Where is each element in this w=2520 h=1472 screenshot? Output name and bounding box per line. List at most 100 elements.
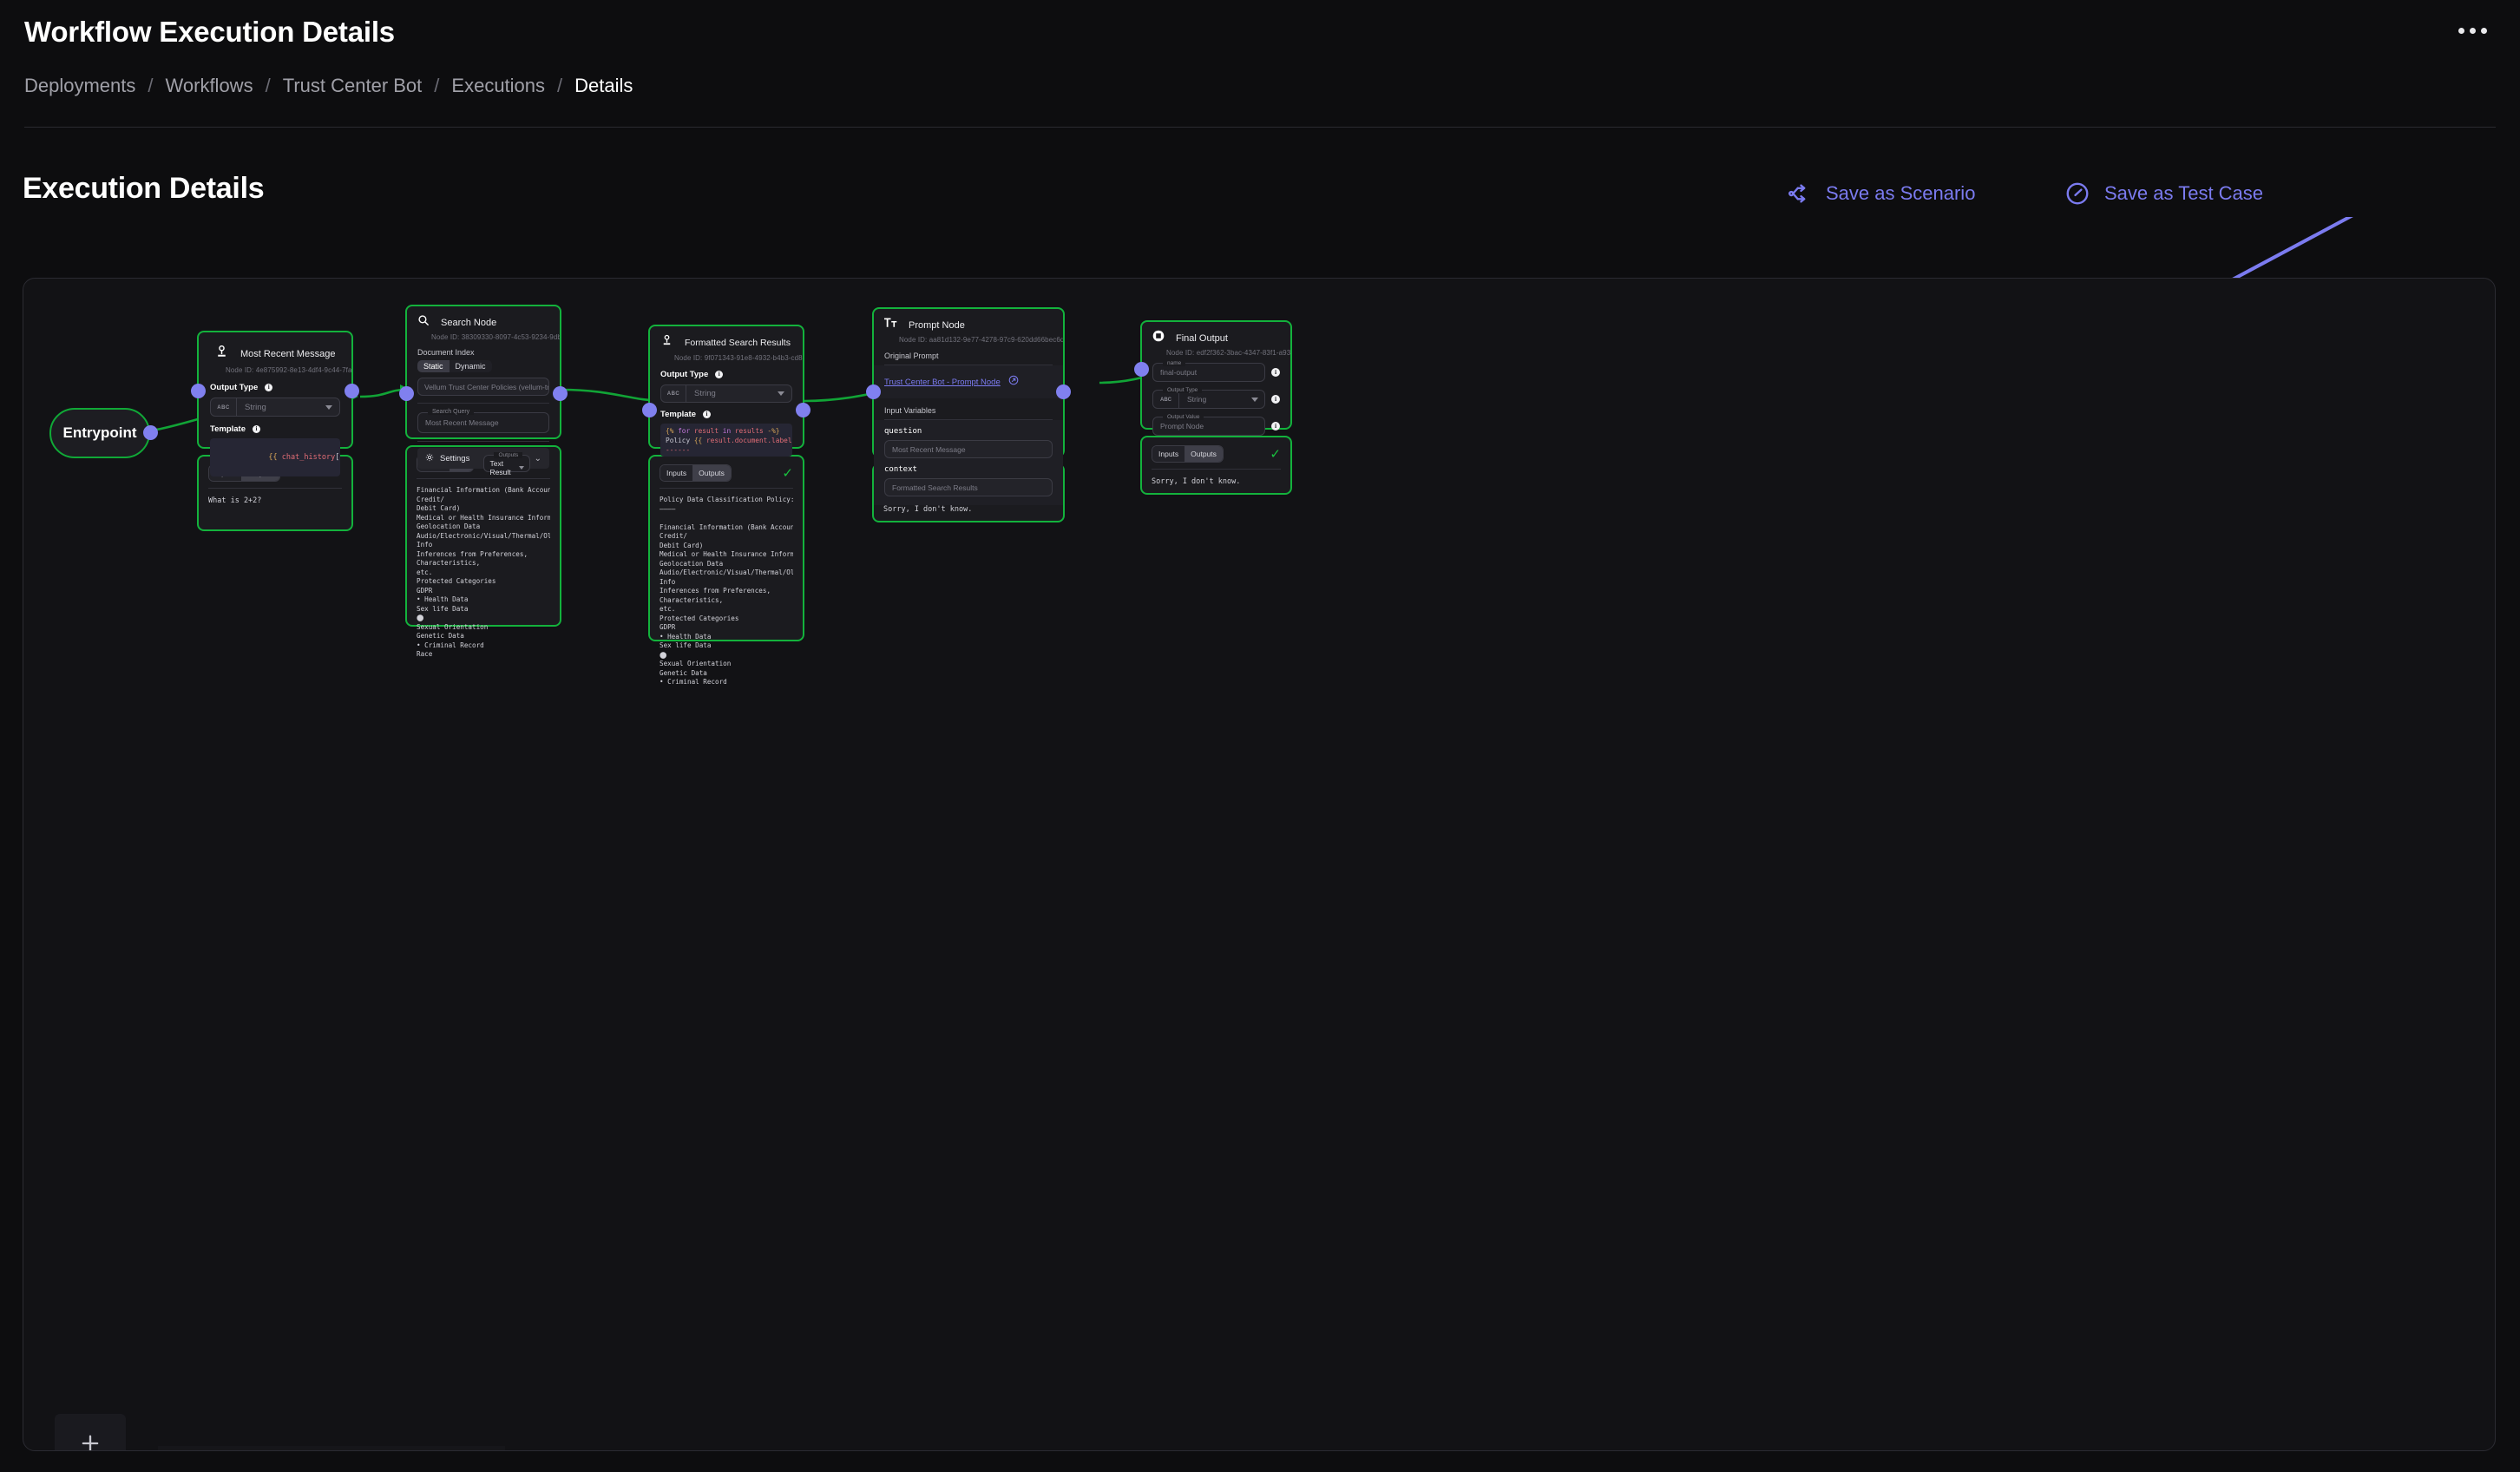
node-final-output[interactable]: Final Output Node ID: edf2f362-3bac-4347… — [1134, 320, 1292, 495]
outputs-legend: Outputs — [494, 452, 523, 458]
fsr-header: Formatted Search Results — [650, 326, 803, 352]
final-output-title: Final Output — [1176, 332, 1228, 344]
prompt-link[interactable]: Trust Center Bot - Prompt Node — [884, 377, 1001, 387]
template-label: Template i — [660, 410, 792, 419]
more-horizontal-icon[interactable] — [2458, 28, 2487, 34]
node-search[interactable]: Search Node Node ID: 38309330-8097-4c53-… — [399, 305, 568, 658]
page-title: Execution Details — [23, 172, 265, 205]
node-most-recent-message[interactable]: Most Recent Message Node ID: 4e875992-8e… — [191, 331, 359, 531]
index-mode-static[interactable]: Static — [417, 360, 450, 372]
breadcrumb-item-workflows[interactable]: Workflows — [165, 75, 253, 96]
final-output-input-handle[interactable] — [1134, 362, 1149, 377]
final-output-io-panel[interactable]: Inputs Outputs ✓ Sorry, I don't know. — [1140, 436, 1292, 495]
io-tab-outputs[interactable]: Outputs — [1185, 446, 1223, 462]
output-type-label: Output Type i — [660, 370, 792, 379]
output-value-field[interactable]: Output Value Prompt Node — [1152, 414, 1265, 436]
index-mode-dynamic[interactable]: Dynamic — [449, 360, 492, 372]
search-icon — [417, 314, 430, 331]
entrypoint-output-handle[interactable] — [143, 425, 158, 440]
template-code[interactable]: {{ chat_history[-1]["text"] }} — [210, 438, 340, 476]
search-node-card[interactable]: Search Node Node ID: 38309330-8097-4c53-… — [399, 305, 568, 469]
info-icon[interactable]: i — [715, 371, 724, 378]
search-node-divider-2 — [417, 441, 549, 442]
io-tabs: Inputs Outputs — [1152, 445, 1224, 463]
io-output-body: Sorry, I don't know. — [1152, 477, 1241, 486]
app-title: Workflow Execution Details — [24, 16, 395, 48]
search-query-legend: Search Query — [428, 409, 475, 415]
search-query-value: Most Recent Message — [425, 418, 499, 427]
entrypoint-label: Entrypoint — [62, 424, 137, 441]
variable-name-context: context — [884, 465, 917, 474]
name-field[interactable]: name final-output — [1152, 360, 1265, 382]
io-divider — [660, 488, 793, 489]
node-formatted-search-results[interactable]: Formatted Search Results Node ID: 9f0713… — [642, 325, 810, 686]
info-icon[interactable]: i — [1271, 368, 1280, 377]
search-output-handle[interactable] — [553, 386, 568, 401]
zoom-controls — [55, 1414, 126, 1450]
external-link-icon[interactable] — [1008, 374, 1019, 390]
search-node-node-id: Node ID: 38309330-8097-4c53-9234-9db787a… — [431, 333, 560, 341]
variable-input-question[interactable]: Most Recent Message — [884, 440, 1053, 458]
search-node-divider — [417, 403, 549, 404]
node-prompt[interactable]: Prompt Node Node ID: aa81d132-9e77-4278-… — [866, 307, 1071, 522]
original-prompt-link-row[interactable]: Trust Center Bot - Prompt Node — [874, 365, 1063, 398]
search-query-field[interactable]: Search Query Most Recent Message — [417, 409, 549, 433]
info-icon[interactable]: i — [253, 425, 261, 433]
variable-input-context[interactable]: Formatted Search Results — [884, 478, 1053, 496]
prompt-node-card[interactable]: Prompt Node Node ID: aa81d132-9e77-4278-… — [866, 307, 1071, 505]
save-as-test-case-button[interactable]: Save as Test Case — [2064, 181, 2263, 207]
type-badge: ABC — [1153, 391, 1179, 408]
info-icon[interactable]: i — [1271, 395, 1280, 404]
info-icon[interactable]: i — [265, 384, 273, 391]
fsr-input-handle[interactable] — [642, 403, 657, 417]
graph-minimap[interactable] — [158, 1446, 505, 1450]
output-variable-icon — [214, 345, 229, 364]
zoom-in-button[interactable] — [55, 1414, 126, 1450]
output-value-legend: Output Value — [1163, 414, 1204, 420]
chevron-down-icon — [778, 391, 784, 396]
name-value: final-output — [1160, 368, 1198, 377]
breadcrumb-item-details[interactable]: Details — [574, 75, 633, 96]
header-divider — [24, 127, 2496, 128]
input-variables-label: Input Variables — [884, 406, 936, 415]
io-tab-outputs[interactable]: Outputs — [692, 465, 731, 481]
mrm-input-handle[interactable] — [191, 384, 206, 398]
output-type-select[interactable]: ABC String — [660, 384, 792, 403]
fsr-output-handle[interactable] — [796, 403, 810, 417]
formatted-search-results-card[interactable]: Formatted Search Results Node ID: 9f0713… — [642, 325, 810, 457]
mrm-output-handle[interactable] — [345, 384, 359, 398]
search-input-handle[interactable] — [399, 386, 414, 401]
breadcrumb-item-deployments[interactable]: Deployments — [24, 75, 136, 96]
prompt-output-handle[interactable] — [1056, 384, 1071, 399]
io-divider — [1152, 469, 1281, 470]
document-index-input[interactable]: Vellum Trust Center Policies (vellum-tru… — [417, 378, 549, 396]
output-variable-icon — [660, 334, 673, 352]
fsr-title: Formatted Search Results — [685, 338, 791, 348]
io-output-body: Policy Data Classification Policy: ———— … — [660, 496, 793, 686]
output-type-legend: Output Type — [1163, 387, 1203, 393]
fsr-io-panel[interactable]: Inputs Outputs ✓ Policy Data Classificat… — [648, 455, 804, 686]
info-icon[interactable]: i — [1271, 422, 1280, 430]
search-node-io-panel[interactable]: Inputs Outputs Outputs Text Result ✓ Fin… — [405, 445, 561, 658]
output-type-select[interactable]: ABC String — [210, 398, 340, 417]
most-recent-message-card[interactable]: Most Recent Message Node ID: 4e875992-8e… — [191, 331, 359, 476]
final-output-card[interactable]: Final Output Node ID: edf2f362-3bac-4347… — [1134, 320, 1292, 436]
chevron-down-icon — [1251, 397, 1258, 402]
node-entrypoint[interactable]: Entrypoint — [49, 408, 158, 458]
save-as-scenario-button[interactable]: Save as Scenario — [1786, 181, 1975, 207]
template-code[interactable]: {% for result in results -%} Policy {{ r… — [660, 424, 792, 457]
name-legend: name — [1163, 360, 1186, 366]
breadcrumb-item-trust-center-bot[interactable]: Trust Center Bot — [282, 75, 423, 96]
output-type-field[interactable]: Output Type ABC String — [1152, 387, 1265, 409]
outputs-select[interactable]: Outputs Text Result — [483, 452, 531, 476]
io-output-body: Sorry, I don't know. — [883, 505, 973, 514]
breadcrumb-item-executions[interactable]: Executions — [451, 75, 546, 96]
io-tab-inputs[interactable]: Inputs — [1152, 446, 1185, 462]
type-badge: ABC — [661, 385, 686, 402]
workflow-graph-canvas[interactable]: Entrypoint Most Recent Message Node ID: … — [23, 278, 2496, 1451]
io-tab-inputs[interactable]: Inputs — [660, 465, 693, 481]
info-icon[interactable]: i — [703, 411, 712, 418]
breadcrumb-sep: / — [434, 75, 440, 96]
prompt-input-handle[interactable] — [866, 384, 881, 399]
